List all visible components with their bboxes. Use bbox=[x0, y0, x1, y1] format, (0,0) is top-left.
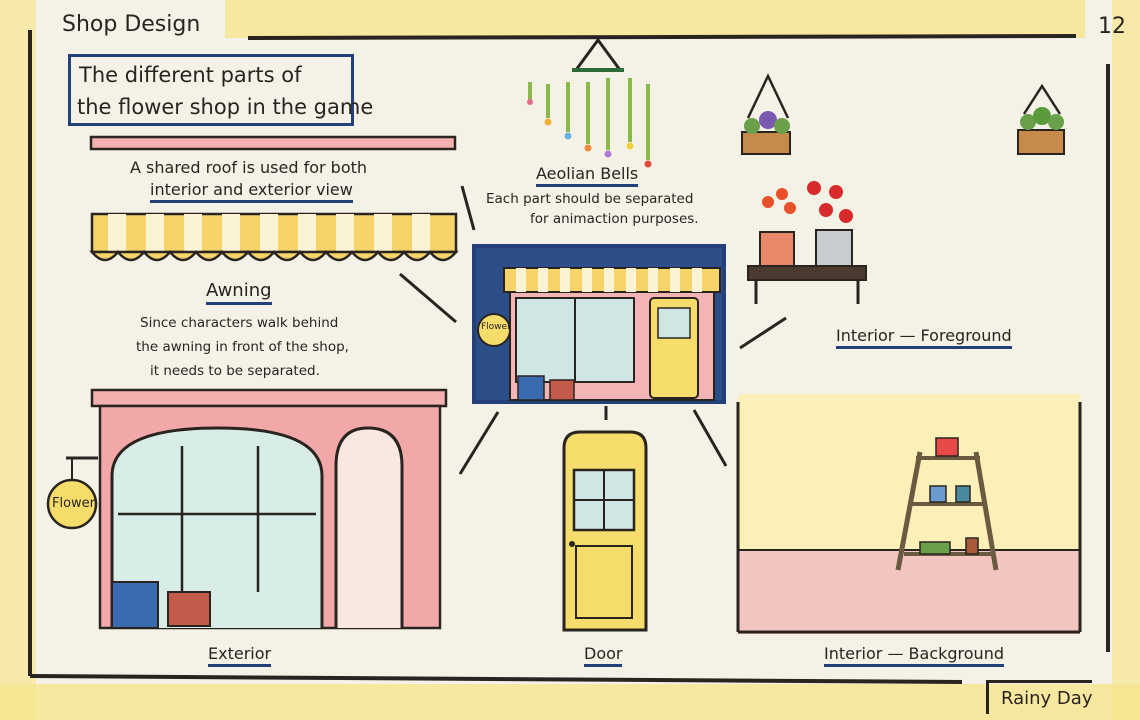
exterior-label: Exterior bbox=[208, 644, 272, 667]
bells-title: Aeolian Bells bbox=[536, 164, 639, 187]
awning-line-3: it needs to be separated. bbox=[150, 363, 320, 379]
exterior-illustration bbox=[46, 388, 448, 630]
bottom-yellow-wash bbox=[0, 684, 1140, 720]
page-title: Shop Design bbox=[62, 12, 201, 37]
intro-line-2: the flower shop in the game bbox=[77, 95, 374, 119]
intro-line-1: The different parts of bbox=[79, 63, 302, 87]
composite-sign-text: Flower bbox=[481, 322, 511, 332]
awning-line-1: Since characters walk behind bbox=[140, 315, 339, 331]
intro-box: The different parts of the flower shop i… bbox=[68, 54, 373, 126]
interior-background-illustration bbox=[736, 394, 1082, 634]
right-yellow-wash bbox=[1112, 0, 1140, 720]
roof-line-1: A shared roof is used for both bbox=[130, 158, 368, 177]
interior-background-label: Interior — Background bbox=[824, 644, 1004, 667]
interior-foreground-illustration bbox=[747, 181, 867, 304]
bells-line-1: Each part should be separated bbox=[486, 191, 694, 207]
aeolian-bells-illustration bbox=[527, 37, 652, 168]
bells-line-2: for animaction purposes. bbox=[530, 211, 699, 227]
hanging-plants-illustration bbox=[741, 73, 1065, 155]
exterior-sign-text: Flower bbox=[52, 496, 96, 511]
top-yellow-wash bbox=[225, 0, 1085, 38]
interior-foreground-label: Interior — Foreground bbox=[836, 326, 1012, 349]
page-number: 12 bbox=[1098, 14, 1126, 39]
awning-title: Awning bbox=[206, 280, 272, 305]
composite-shop-panel: Flower bbox=[472, 244, 726, 404]
composite-shop-illustration bbox=[477, 267, 721, 401]
roof-line-2: interior and exterior view bbox=[150, 180, 353, 203]
awning-line-2: the awning in front of the shop, bbox=[136, 339, 349, 355]
signature-box: Rainy Day bbox=[986, 680, 1092, 714]
roof-illustration bbox=[89, 135, 457, 151]
door-label: Door bbox=[584, 644, 623, 667]
awning-illustration bbox=[89, 212, 459, 262]
signature: Rainy Day bbox=[1001, 688, 1093, 709]
door-illustration bbox=[562, 430, 648, 632]
